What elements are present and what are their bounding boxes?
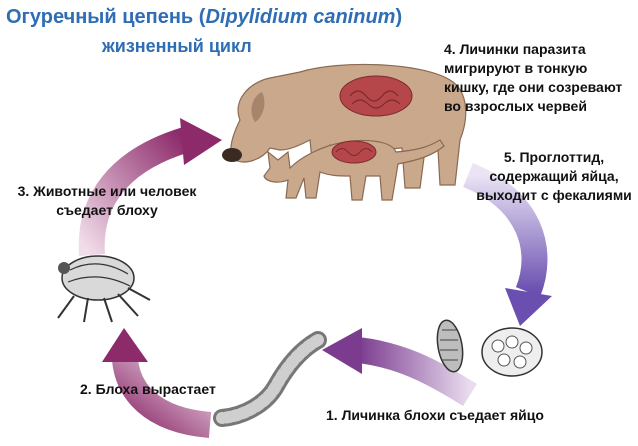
arrow-upper-left bbox=[78, 118, 222, 256]
step-2-label: 2. Блоха вырастает bbox=[80, 380, 260, 399]
step-1-label: 1. Личинка блохи съедает яйцо bbox=[326, 406, 606, 425]
step-3-label: 3. Животные или человек съедает блоху bbox=[12, 182, 202, 220]
step-1-number: 1. bbox=[326, 407, 338, 423]
cat-icon bbox=[263, 139, 445, 201]
flea-larva-icon bbox=[213, 331, 327, 427]
arrow-lower-left bbox=[102, 328, 212, 438]
flea-icon bbox=[57, 255, 151, 323]
step-5-text: Проглоттид, содержащий яйца, выходит с ф… bbox=[476, 149, 632, 203]
step-4-number: 4. bbox=[444, 41, 456, 57]
step-4-text: Личинки паразита мигрируют в тонкую кишк… bbox=[444, 41, 623, 114]
title-suffix: ) bbox=[395, 6, 403, 28]
title-latin: Dipylidium caninum bbox=[205, 6, 396, 28]
diagram-title: Огуречный цепень (Dipylidium caninum) bbox=[6, 6, 402, 29]
diagram-subtitle: жизненный цикл bbox=[102, 36, 252, 56]
step-5-label: 5. Проглоттид, содержащий яйца, выходит … bbox=[474, 148, 634, 205]
step-4-label: 4. Личинки паразита мигрируют в тонкую к… bbox=[444, 40, 632, 116]
proglottid-icon bbox=[436, 319, 464, 373]
step-1-text: Личинка блохи съедает яйцо bbox=[341, 407, 544, 423]
arrow-bottom bbox=[322, 328, 477, 407]
step-2-number: 2. bbox=[80, 381, 92, 397]
egg-cluster-icon bbox=[481, 327, 543, 377]
step-2-text: Блоха вырастает bbox=[95, 381, 216, 397]
step-3-text: Животные или человек съедает блоху bbox=[33, 183, 197, 218]
step-3-number: 3. bbox=[17, 183, 30, 199]
title-prefix: Огуречный цепень ( bbox=[6, 6, 206, 28]
step-5-number: 5. bbox=[503, 149, 516, 165]
arrow-right bbox=[462, 162, 552, 326]
